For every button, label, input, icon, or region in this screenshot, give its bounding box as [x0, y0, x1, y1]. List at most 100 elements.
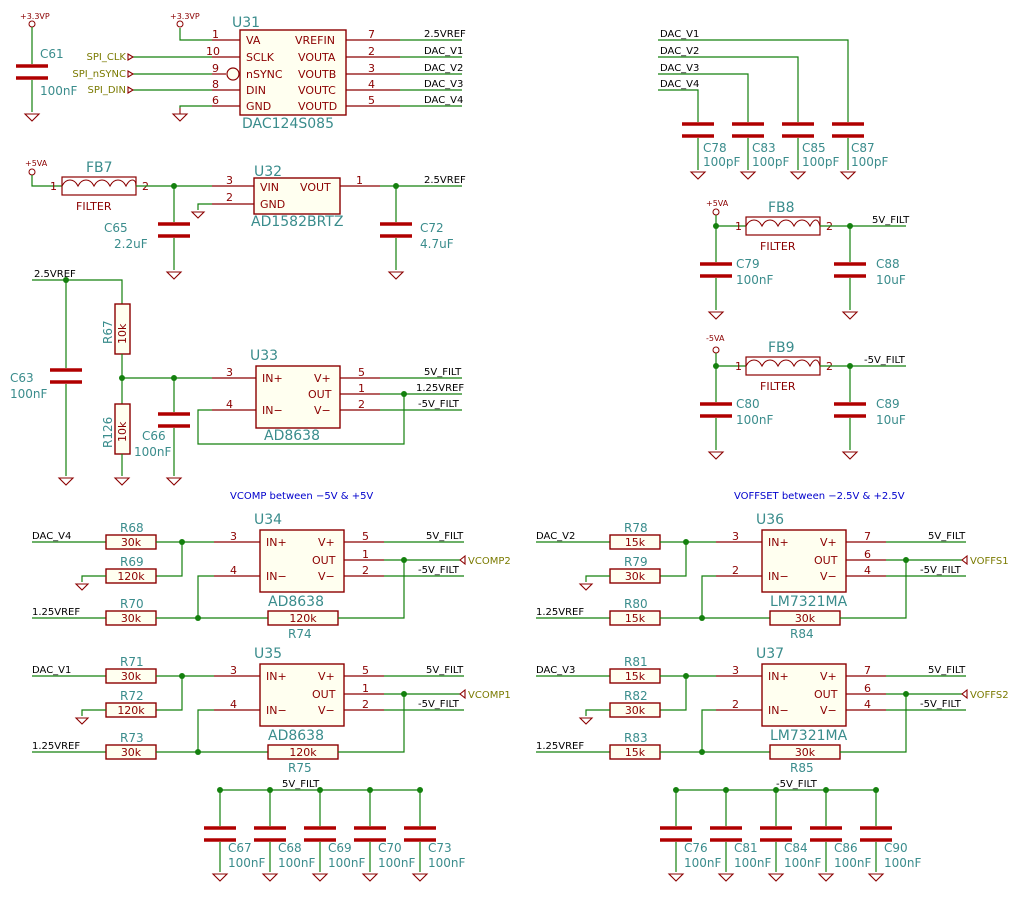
u33-net-2v5ref: 2.5VREF: [34, 269, 76, 280]
u35-ref: U35: [254, 646, 282, 662]
dac-output-caps: DAC_V1 DAC_V2 DAC_V3 DAC_V4 C78 100pF C8…: [658, 29, 889, 180]
fb9-pin1: 1: [735, 360, 742, 373]
u37-r2-value: 30k: [625, 704, 646, 717]
u33-section: 2.5VREF C63 100nF 10k R67 10k R126 C66 1…: [10, 269, 464, 486]
c85-ref: C85: [802, 141, 826, 155]
u33-pinnum-vp: 5: [358, 366, 365, 379]
c63-value: 100nF: [10, 387, 48, 401]
dac-v1-net: DAC_V1: [660, 29, 699, 40]
u36-pinnum-vp: 7: [864, 530, 871, 543]
dac-v3-net: DAC_V3: [660, 63, 699, 74]
u34-pin-inp: IN+: [266, 536, 287, 549]
u37-value: LM7321MA: [770, 728, 848, 744]
c63-ref: C63: [10, 371, 34, 385]
u36-body: [761, 529, 847, 593]
dec-net-m5vfilt: -5V_FILT: [776, 779, 818, 790]
u37-rf-value: 30k: [795, 746, 816, 759]
u35-body: [259, 663, 345, 727]
u36-pinnum-inp: 3: [732, 530, 739, 543]
c73-value: 100nF: [428, 856, 466, 870]
u31-pinnum-6: 6: [212, 94, 219, 107]
fb7-pin1: 1: [50, 180, 57, 193]
u36-ref: U36: [756, 512, 784, 528]
u34-r2-ref: R69: [120, 555, 144, 569]
u31-pinnum-3: 3: [368, 62, 375, 75]
c73-ground: [411, 873, 429, 882]
r126-ref: R126: [101, 417, 115, 448]
u36-r2-ref: R79: [624, 555, 648, 569]
u34-ref-net: 1.25VREF: [32, 607, 80, 618]
u34-net-5vfilt: 5V_FILT: [426, 531, 464, 542]
c69-ground: [311, 873, 329, 882]
dec-net-5vfilt: 5V_FILT: [282, 779, 320, 790]
u36-pin-inn: IN−: [768, 570, 789, 583]
u36-rf-ref: R84: [790, 627, 814, 641]
c90-value: 100nF: [884, 856, 922, 870]
u37-net-5vfilt: 5V_FILT: [928, 665, 966, 676]
u32-pinnum-gnd: 2: [226, 191, 233, 204]
u37-pin-vn: V−: [820, 704, 837, 717]
c89-ref: C89: [876, 397, 900, 411]
u37-r3-ref: R83: [624, 731, 648, 745]
dac-v2-net: DAC_V2: [660, 46, 699, 57]
c78-value: 100pF: [703, 155, 741, 169]
c88-value: 10uF: [876, 273, 906, 287]
u31-pinnum-9: 9: [212, 62, 219, 75]
u34-pin-vn: V−: [318, 570, 335, 583]
c68-ground: [261, 873, 279, 882]
c89-value: 10uF: [876, 413, 906, 427]
u31-pin-va: VA: [246, 34, 261, 47]
c80-value: 100nF: [736, 413, 774, 427]
u37-ref-net: 1.25VREF: [536, 741, 584, 752]
u36-out-label: VOFFS1: [970, 556, 1009, 567]
u32-ref: U32: [254, 164, 282, 180]
c86-ref: C86: [834, 841, 858, 855]
u34-pinnum-vp: 5: [362, 530, 369, 543]
u34-out-label: VCOMP2: [468, 556, 511, 567]
u31-pinnum-2: 2: [368, 45, 375, 58]
c87-value: 100pF: [851, 155, 889, 169]
u33-pin-vn: V−: [314, 404, 331, 417]
u31-power-flag: +3.3VP: [170, 12, 200, 21]
u34-pinnum-vn: 2: [362, 564, 369, 577]
u35-r3-ref: R73: [120, 731, 144, 745]
u36-r2-value: 30k: [625, 570, 646, 583]
u35-pinnum-vn: 2: [362, 698, 369, 711]
u35-r2-value: 120k: [117, 704, 145, 717]
u34-rf-ref: R74: [288, 627, 312, 641]
u31-net-dac-v2: DAC_V2: [424, 63, 463, 74]
r67-ref: R67: [101, 320, 115, 344]
u34-r2-value: 120k: [117, 570, 145, 583]
fb9-value: FILTER: [760, 380, 796, 393]
spi-din-label: SPI_DIN: [88, 85, 126, 96]
u34-rf-value: 120k: [289, 612, 317, 625]
u31-pin-sclk: SCLK: [246, 51, 275, 64]
u35-pin-out: OUT: [312, 688, 336, 701]
fb7-power-flag: +5VA: [25, 159, 48, 168]
r67-value: 10k: [116, 323, 129, 344]
u37-r1-ref: R81: [624, 655, 648, 669]
c84-ref: C84: [784, 841, 808, 855]
fb7-ref: FB7: [86, 160, 113, 176]
decoupling-m5v: -5V_FILT C76100nFC81100nFC84100nFC86100n…: [660, 779, 922, 882]
u31-net-2v5ref: 2.5VREF: [424, 29, 466, 40]
u32-net-2v5ref: 2.5VREF: [424, 175, 466, 186]
u33-pin-vp: V+: [314, 372, 331, 385]
u33-net-5vfilt: 5V_FILT: [424, 367, 462, 378]
u36-pinnum-out: 6: [864, 548, 871, 561]
u32-pin-vin: VIN: [260, 181, 279, 194]
u37-pinnum-out: 6: [864, 682, 871, 695]
u34-pin-vp: V+: [318, 536, 335, 549]
u36-pin-vp: V+: [820, 536, 837, 549]
u37-rf-ref: R85: [790, 761, 814, 775]
u36-pin-out: OUT: [814, 554, 838, 567]
u31-pin-nsync: nSYNC: [246, 68, 283, 81]
u36-pinnum-inn: 2: [732, 564, 739, 577]
u34-value: AD8638: [268, 594, 324, 610]
u36-r1-value: 15k: [625, 536, 646, 549]
c69-ref: C69: [328, 841, 352, 855]
u34-r3-value: 30k: [121, 612, 142, 625]
u31-pin-din: DIN: [246, 84, 266, 97]
u35-pin-vp: V+: [318, 670, 335, 683]
